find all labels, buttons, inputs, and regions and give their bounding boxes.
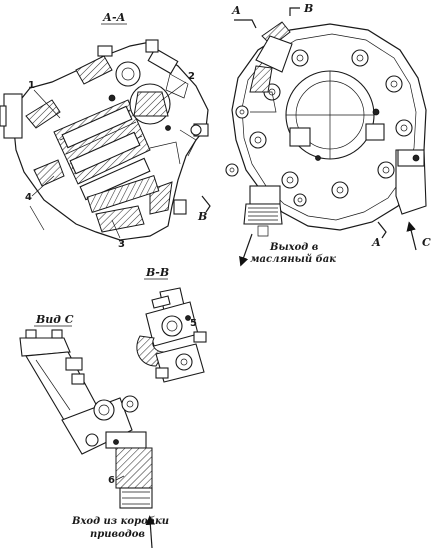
view-c: Вид С 6 Вход из коробки приводов (19, 313, 169, 549)
section-mark-a-bottom: А (371, 236, 381, 249)
section-bb-title: В-В (145, 266, 169, 279)
inlet-caption-line2: приводов (90, 529, 145, 540)
section-mark-b-top: В (303, 2, 313, 15)
section-bb-view: В-В 5 (136, 266, 207, 383)
callout-6: 6 (108, 475, 115, 486)
view-c-title: Вид С (35, 313, 74, 326)
section-aa-title: А-А (102, 11, 126, 24)
section-mark-c-bottom: С (422, 236, 431, 249)
callout-2: 2 (188, 71, 195, 82)
outlet-caption-line2: масляный бак (250, 254, 336, 265)
callout-4: 4 (25, 192, 32, 203)
pump-end-view: А В (225, 2, 431, 267)
section-mark-a-top: А (231, 4, 241, 17)
callout-5: 5 (190, 318, 197, 329)
callout-3: 3 (118, 239, 125, 250)
section-aa-view: А-А (0, 11, 211, 250)
outlet-caption-line1: Выход в (269, 242, 319, 253)
section-mark-b-left: В (197, 210, 207, 223)
callout-1: 1 (28, 80, 35, 91)
inlet-caption-line1: Вход из коробки (71, 516, 169, 527)
